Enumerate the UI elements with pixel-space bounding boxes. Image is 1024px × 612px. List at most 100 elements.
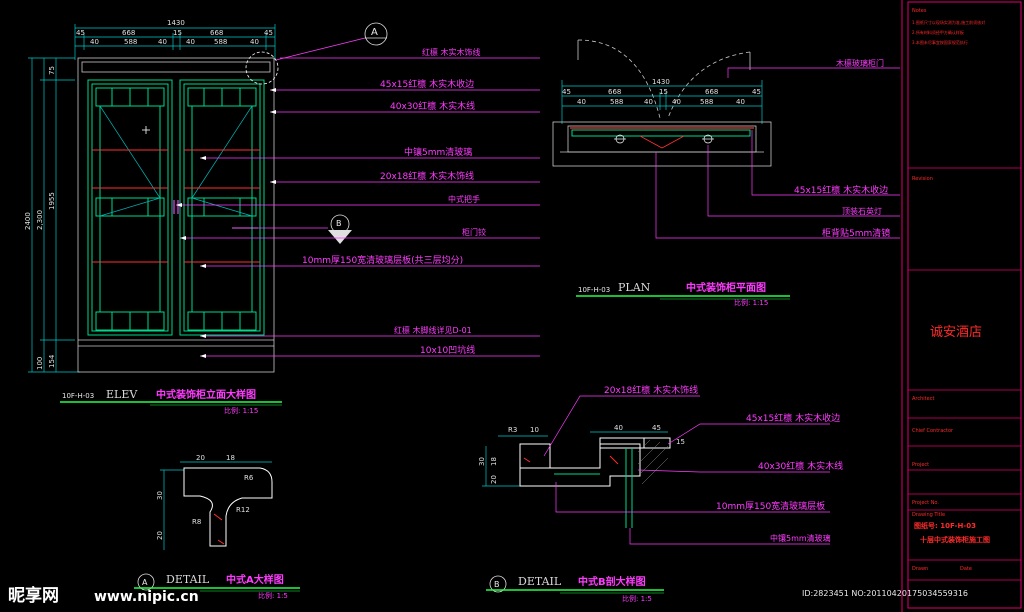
svg-text:B: B xyxy=(336,219,342,228)
svg-text:B: B xyxy=(494,580,500,589)
elev-callout-5: 20x18红檩 木实木饰线 xyxy=(380,170,474,182)
elev-callout-8: 10mm厚150宽清玻璃层板(共三层均分) xyxy=(302,254,463,266)
elev-sub-1: 40 xyxy=(90,38,99,46)
det-b-dim-1: R3 xyxy=(508,426,517,434)
elev-callout-2: 45x15红檩 木实木收边 xyxy=(380,78,474,90)
det-a-dim-7: 20 xyxy=(156,531,164,540)
det-b-dim-6: 20 xyxy=(490,475,498,484)
svg-text:中式装饰柜立面大样图: 中式装饰柜立面大样图 xyxy=(156,388,256,401)
elev-callout-1: 红檩 木实木饰线 xyxy=(422,47,481,57)
elev-callout-10: 10x10凹坑线 xyxy=(420,344,475,356)
plan-dim-2: 668 xyxy=(608,88,621,96)
svg-text:中式A大样图: 中式A大样图 xyxy=(226,573,284,586)
svg-text:ELEV: ELEV xyxy=(106,388,138,401)
watermark-url: www.nipic.cn xyxy=(94,589,199,605)
svg-text:中式B剖大样图: 中式B剖大样图 xyxy=(578,575,646,588)
elev-dim-1: 45 xyxy=(76,29,85,37)
elev-callout-3: 40x30红檩 木实木线 xyxy=(390,100,475,112)
plan-dim-1: 45 xyxy=(562,88,571,96)
det-a-dim-4: R6 xyxy=(244,474,254,482)
det-b-dim-3: 45 xyxy=(652,424,661,432)
section-marker-a: A xyxy=(275,22,388,61)
det-a-dim-1: 20 xyxy=(196,454,205,462)
tb-drawing-no: 图纸号: 10F-H-03 xyxy=(914,521,976,530)
svg-text:中式装饰柜平面图: 中式装饰柜平面图 xyxy=(686,281,766,294)
det-b-dim-8: 15 xyxy=(676,438,685,446)
elev-sub-5: 588 xyxy=(214,38,227,46)
detail-a-view: 20 18 30 R6 R12 R8 20 A DETAIL 中式A大样图 比例… xyxy=(134,454,300,600)
elev-dim-h1: 2400 xyxy=(24,212,32,230)
plan-sub-2: 588 xyxy=(610,98,623,106)
plan-sub-5: 588 xyxy=(700,98,713,106)
tb-contractor-label: Chief Contractor xyxy=(912,428,954,434)
elev-dim-5: 45 xyxy=(264,29,273,37)
section-marker-b: B xyxy=(232,214,352,244)
watermark: 昵享网 www.nipic.cn ID:2823451 NO:201104201… xyxy=(8,585,968,606)
tb-revision-label: Revision xyxy=(912,176,933,182)
plan-title-block: 10F-H-03 PLAN 中式装饰柜平面图 比例: 1:15 xyxy=(576,281,790,307)
svg-text:DETAIL: DETAIL xyxy=(166,573,210,586)
plan-callout-3: 顶装石英灯 xyxy=(842,206,882,216)
det-b-dim-4: 40 xyxy=(614,424,623,432)
svg-text:10F-H-03: 10F-H-03 xyxy=(62,392,94,400)
tb-project-no-label: Project No. xyxy=(912,500,939,506)
watermark-id: ID:2823451 NO:20110420175034559316 xyxy=(802,589,968,598)
det-b-callout-1: 20x18红檩 木实木饰线 xyxy=(604,384,698,396)
elev-sub-4: 40 xyxy=(186,38,195,46)
tb-note-1: 1.图纸尺寸以现场实测为准,施工前须核对 xyxy=(912,19,985,25)
detail-b-title-block: B DETAIL 中式B剖大样图 比例: 1:5 xyxy=(486,575,664,603)
elev-callout-7: 柜门铰 xyxy=(462,227,486,237)
elev-dim-h5: 100 xyxy=(36,357,44,370)
svg-text:DETAIL: DETAIL xyxy=(518,575,562,588)
tb-notes-label: Notes xyxy=(912,8,927,14)
det-b-callout-5: 中镶5mm清玻璃 xyxy=(770,533,831,543)
det-a-dim-5: R12 xyxy=(236,506,250,514)
tb-project-name: 诚安酒店 xyxy=(930,325,982,340)
light-icon xyxy=(614,134,714,144)
plan-callout-1: 木檩玻璃柜门 xyxy=(836,58,884,68)
plan-sub-4: 40 xyxy=(672,98,681,106)
det-b-dim-5: 30 xyxy=(478,457,486,466)
det-a-dim-6: R8 xyxy=(192,518,201,526)
plan-view: 1430 45 668 15 668 45 40 588 40 40 588 4… xyxy=(552,39,900,307)
elev-dim-4: 668 xyxy=(210,29,223,37)
tb-project-label: Project xyxy=(912,462,929,468)
det-b-callout-2: 45x15红檩 木实木收边 xyxy=(746,412,840,424)
det-b-callout-3: 40x30红檩 木实木线 xyxy=(758,460,843,472)
elev-callout-4: 中镶5mm清玻璃 xyxy=(404,146,472,158)
watermark-brand: 昵享网 xyxy=(8,585,59,606)
elevation-view: 1430 45 668 15 668 45 40 588 40 40 588 4… xyxy=(24,19,540,415)
handle-icon xyxy=(173,200,179,214)
svg-text:A: A xyxy=(142,578,148,587)
elev-dim-3: 15 xyxy=(173,29,182,37)
title-block: Notes 1.图纸尺寸以现场实测为准,施工前须核对 2.所有材料须经甲方确认样… xyxy=(901,0,1022,612)
det-b-callout-4: 10mm厚150宽清玻璃层板 xyxy=(716,500,825,512)
svg-text:比例: 1:15: 比例: 1:15 xyxy=(224,406,258,415)
detail-a-title-block: A DETAIL 中式A大样图 比例: 1:5 xyxy=(134,573,300,600)
svg-text:A: A xyxy=(371,27,378,38)
plan-callout-4: 柜背贴5mm清镜 xyxy=(822,227,890,239)
plan-sub-6: 40 xyxy=(736,98,745,106)
det-b-dim-2: 10 xyxy=(530,426,539,434)
elev-sub-2: 588 xyxy=(124,38,137,46)
plan-dim-3: 15 xyxy=(659,88,668,96)
detail-callout-circle xyxy=(245,51,279,85)
elev-callout-9: 红檩 木脚线详见D-01 xyxy=(394,325,472,335)
elev-dim-h6: 154 xyxy=(48,354,56,368)
svg-text:10F-H-03: 10F-H-03 xyxy=(578,286,610,294)
elev-dim-h3: 1955 xyxy=(48,192,56,210)
svg-text:PLAN: PLAN xyxy=(618,281,651,294)
tb-note-3: 3.本图未尽事宜按国家规范执行 xyxy=(912,39,968,45)
det-b-dim-7: 18 xyxy=(490,457,498,466)
plan-sub-3: 40 xyxy=(644,98,653,106)
plan-dim-total: 1430 xyxy=(652,78,670,86)
tb-date-label: Date xyxy=(960,566,972,572)
elev-sub-3: 40 xyxy=(158,38,167,46)
plan-dim-5: 45 xyxy=(752,88,761,96)
plan-sub-1: 40 xyxy=(577,98,586,106)
svg-text:比例: 1:5: 比例: 1:5 xyxy=(622,594,652,603)
tb-drawing-title-label: Drawing Title xyxy=(912,512,945,518)
det-a-dim-2: 18 xyxy=(226,454,235,462)
elev-dim-h4: 75 xyxy=(48,66,56,75)
